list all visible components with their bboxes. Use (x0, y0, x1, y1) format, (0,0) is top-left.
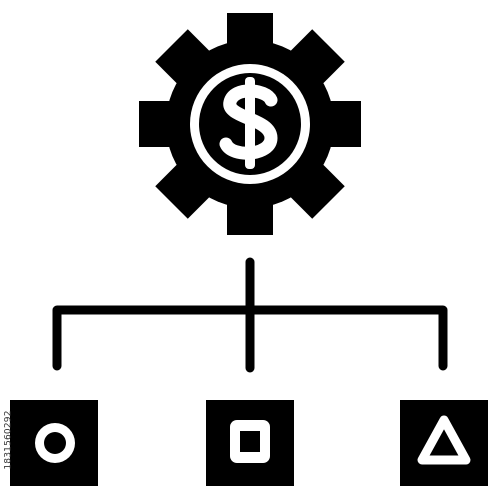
square-node-icon (206, 400, 294, 486)
hierarchy-connector (52, 257, 448, 373)
circle-node-icon (10, 400, 98, 486)
dollar-sign-icon (219, 77, 278, 169)
triangle-node-icon (400, 400, 488, 486)
